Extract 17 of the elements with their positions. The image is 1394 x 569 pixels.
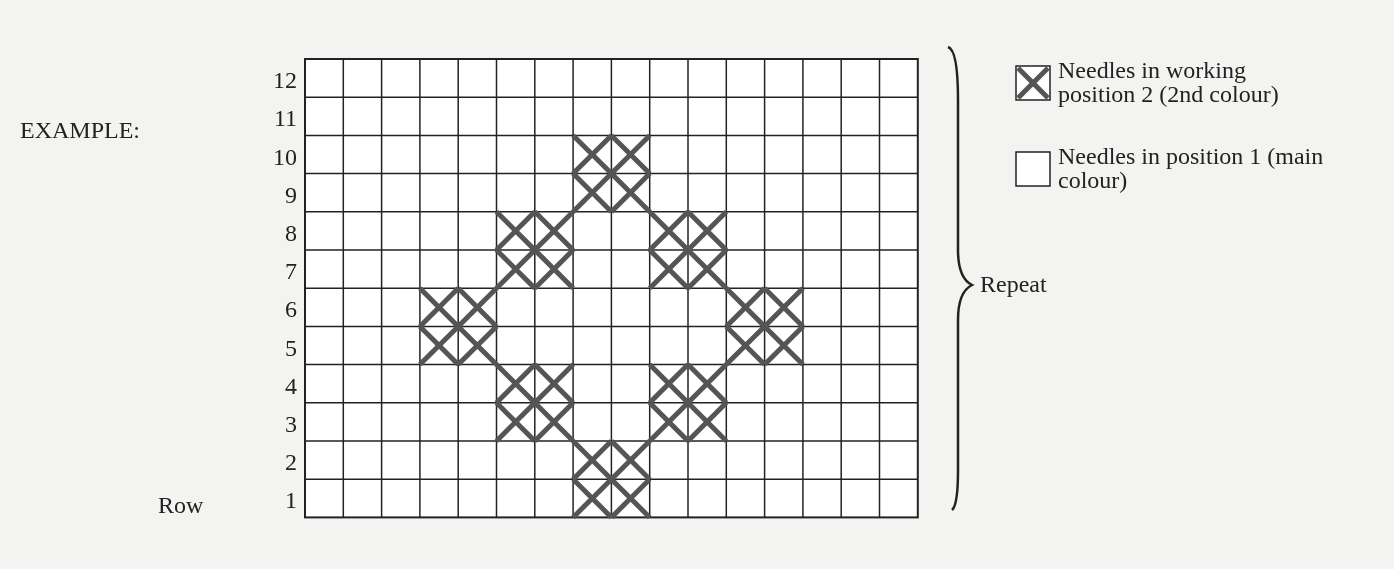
row-number: 7 bbox=[285, 258, 297, 285]
row-number: 12 bbox=[273, 67, 297, 94]
repeat-label: Repeat bbox=[980, 271, 1047, 297]
row-label: Row bbox=[158, 492, 204, 518]
row-number: 6 bbox=[285, 296, 297, 323]
row-number: 11 bbox=[273, 105, 297, 132]
example-heading: EXAMPLE: bbox=[20, 117, 140, 143]
row-number: 3 bbox=[285, 411, 297, 437]
legend-text: Needles in position 1 (main colour) bbox=[1058, 144, 1325, 192]
row-number: 8 bbox=[285, 220, 297, 246]
row-number: 5 bbox=[285, 334, 297, 361]
row-number: 10 bbox=[273, 143, 297, 170]
row-number: 9 bbox=[285, 181, 297, 208]
row-number: 4 bbox=[285, 372, 297, 399]
row-number: 2 bbox=[285, 449, 297, 476]
row-number: 1 bbox=[285, 487, 297, 514]
legend-text: Needles in working position 2 (2nd colour) bbox=[1058, 58, 1280, 106]
